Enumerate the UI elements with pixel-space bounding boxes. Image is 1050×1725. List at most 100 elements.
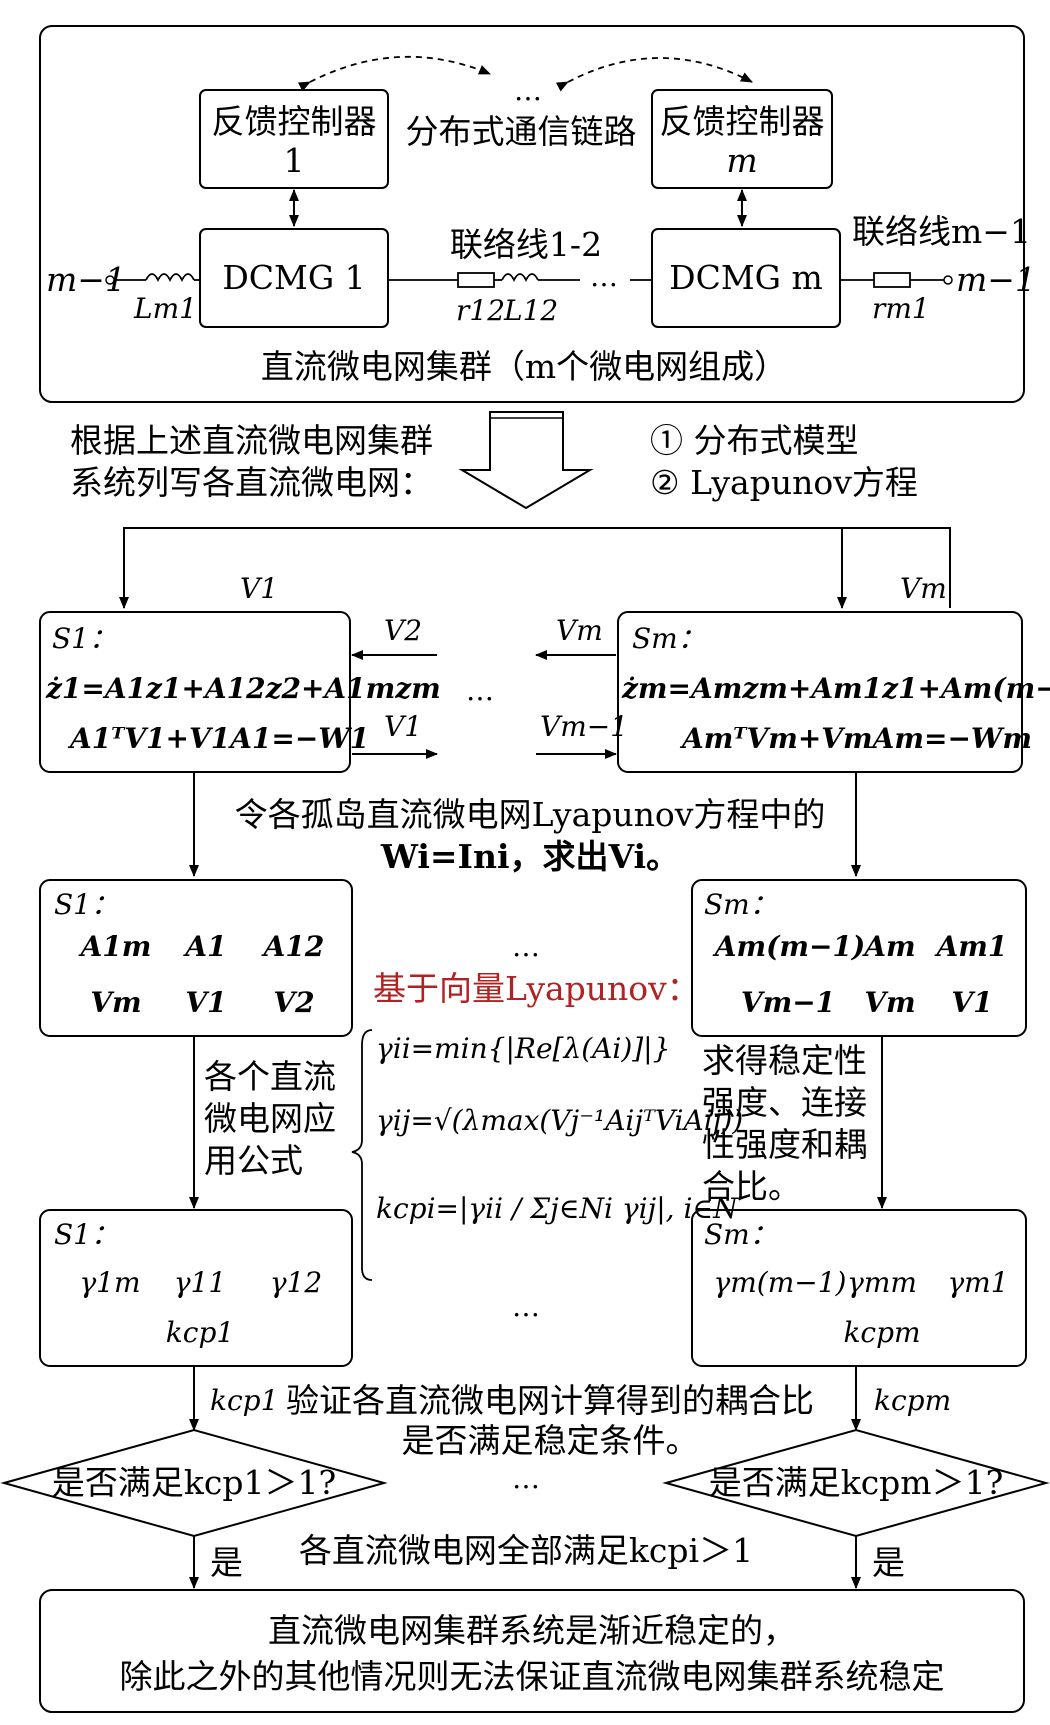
inductor-l12-label: L12 bbox=[503, 294, 558, 327]
comm-ellipsis: … bbox=[514, 74, 542, 107]
right-note-line2: 强度、连接 bbox=[702, 1083, 867, 1122]
left-note-line2: 微电网应 bbox=[204, 1099, 336, 1138]
step3-right-label: kcpm bbox=[874, 1384, 951, 1417]
decision-right-text: 是否满足kcpm＞1? bbox=[709, 1463, 1004, 1502]
decision-right-diamond bbox=[662, 1428, 1050, 1538]
sm-result-title: Sm： bbox=[704, 1218, 778, 1251]
edge-label-vm-1: Vm−1 bbox=[540, 710, 628, 743]
right-node-label: m−1 bbox=[956, 260, 1036, 299]
step1-item-2: ② Lyapunov方程 bbox=[650, 463, 918, 502]
step1-item-1: ① 分布式模型 bbox=[650, 421, 859, 460]
step2-line1: 令各孤岛直流微电网Lyapunov方程中的 bbox=[235, 795, 826, 834]
sm-result-box bbox=[691, 1209, 1027, 1367]
inductor-l12-icon bbox=[501, 273, 539, 283]
stage2-ellipsis: … bbox=[466, 674, 494, 707]
yes-left-label: 是 bbox=[210, 1543, 243, 1582]
s1-matrix-title: S1： bbox=[54, 888, 119, 921]
edge-label-v1-top: V1 bbox=[240, 572, 278, 605]
stage-3: S1： A1m A1 A12 Vm V1 V2 … 基于向量Lyapunov： … bbox=[39, 879, 1027, 1281]
dcmg-m-box bbox=[651, 228, 841, 328]
decision-left-text: 是否满足kcp1＞1? bbox=[52, 1463, 336, 1502]
all-satisfy-label: 各直流微电网全部满足kcpi＞1 bbox=[299, 1531, 753, 1570]
s1-a12: A12 bbox=[261, 930, 325, 963]
resistor-r12-icon bbox=[457, 272, 495, 288]
line-12-label: 联络线1-2 bbox=[450, 225, 602, 264]
s1-a1: A1 bbox=[182, 930, 226, 963]
sm-system-box bbox=[617, 611, 1023, 773]
controller-m-box bbox=[651, 89, 833, 189]
formula-kcp: kcpi=|γii / Σj∈Ni γij|, i∈N bbox=[376, 1192, 739, 1225]
sm-vm-1: Vm−1 bbox=[741, 986, 835, 1019]
sm-kcpm: kcpm bbox=[843, 1316, 920, 1349]
stage3-ellipsis: … bbox=[512, 930, 540, 963]
controller-m-label: 反馈控制器 bbox=[660, 102, 825, 141]
right-note-line1: 求得稳定性 bbox=[702, 1041, 867, 1080]
s1-v1: V1 bbox=[185, 986, 226, 1019]
conclusion-box bbox=[39, 1589, 1025, 1713]
s1-v2: V2 bbox=[273, 986, 314, 1019]
decisions: 是否满足kcp1＞1? … 是否满足kcpm＞1? 是 是 各直流微电网全部满足… bbox=[0, 1428, 1050, 1589]
right-note-line4: 合比。 bbox=[702, 1167, 801, 1206]
formula-brace-icon bbox=[351, 1029, 373, 1281]
s1-title: S1： bbox=[52, 622, 117, 655]
s1-state-eq: ż1=A1z1+A12z2+A1mzm bbox=[45, 672, 441, 705]
cluster-panel: … 反馈控制器 1 分布式通信链路 反馈控制器 m DCMG 1 DCMG m … bbox=[39, 25, 1036, 403]
decision-left-diamond bbox=[0, 1428, 388, 1538]
s1-gamma-11: γ11 bbox=[174, 1266, 226, 1299]
line-m1-label: 联络线m−1 bbox=[852, 212, 1031, 251]
sm-matrix-box bbox=[691, 879, 1027, 1037]
controller-m-index: m bbox=[726, 141, 757, 180]
s1-result-box bbox=[39, 1209, 353, 1367]
right-note-line3: 性强度和耦 bbox=[702, 1125, 867, 1164]
sm-gamma-m-m-1: γm(m−1) bbox=[714, 1266, 847, 1299]
inductor-lm1-label: Lm1 bbox=[133, 292, 197, 325]
dcmg-m-label: DCMG m bbox=[669, 258, 823, 297]
sm-am: Am bbox=[861, 930, 915, 963]
s1-result-title: S1： bbox=[54, 1218, 119, 1251]
step3-left-label: kcp1 bbox=[210, 1384, 278, 1417]
step1-text-line2: 系统列写各直流微电网： bbox=[70, 463, 433, 502]
decision-ellipsis: … bbox=[512, 1462, 540, 1495]
sm-vm: Vm bbox=[864, 986, 915, 1019]
comm-arc-left bbox=[297, 55, 491, 92]
s1-a1m: A1m bbox=[78, 930, 152, 963]
left-note-line1: 各个直流 bbox=[204, 1057, 336, 1096]
comm-link-label: 分布式通信链路 bbox=[406, 112, 637, 151]
controller-1-label: 反馈控制器 bbox=[212, 102, 377, 141]
controller-1-box bbox=[199, 89, 389, 189]
edge-label-v1: V1 bbox=[384, 710, 422, 743]
step3-line2: 是否满足稳定条件。 bbox=[402, 1421, 699, 1460]
step2-line2: Wi=Ini，求出Vi。 bbox=[380, 837, 679, 876]
inductor-lm1-icon bbox=[145, 273, 195, 283]
formula-title: 基于向量Lyapunov： bbox=[373, 969, 700, 1008]
step1-text-line1: 根据上述直流微电网集群 bbox=[70, 421, 433, 460]
left-node-label: m−1 bbox=[46, 260, 126, 299]
stage-4: S1： γ1m γ11 γ12 kcp1 … Sm： γm(m−1) γmm γ… bbox=[39, 1209, 1027, 1367]
sm-am1: Am1 bbox=[934, 930, 1008, 963]
sm-gamma-m1: γm1 bbox=[947, 1266, 1008, 1299]
s1-vm: Vm bbox=[90, 986, 141, 1019]
resistor-r12-label: r12 bbox=[456, 294, 505, 327]
s1-gamma-12: γ12 bbox=[270, 1266, 322, 1299]
yes-right-label: 是 bbox=[872, 1543, 905, 1582]
edge-label-vm: Vm bbox=[556, 614, 603, 647]
big-down-arrow-icon bbox=[458, 411, 594, 510]
line-12-ellipsis: … bbox=[590, 260, 618, 293]
resistor-rm1-icon bbox=[873, 272, 911, 288]
s1-lyapunov-eq: A1ᵀV1+V1A1=−W1 bbox=[67, 722, 369, 755]
conclusion-line2: 除此之外的其他情况则无法保证直流微电网集群系统稳定 bbox=[120, 1657, 945, 1696]
stage-2: V1 Vm S1： ż1=A1z1+A12z2+A1mzm A1ᵀV1+V1A1… bbox=[39, 527, 1050, 773]
dcmg-1-box bbox=[199, 228, 389, 328]
edge-label-vm-top: Vm bbox=[900, 572, 947, 605]
formula-gamma-ii: γii=min{|Re[λ(Ai)]|} bbox=[376, 1032, 670, 1065]
s1-matrix-box bbox=[39, 879, 353, 1037]
conclusion-line1: 直流微电网集群系统是渐近稳定的， bbox=[268, 1611, 796, 1650]
dcmg-1-label: DCMG 1 bbox=[222, 258, 365, 297]
sm-state-eq: żm=Amzm+Am1z1+Am(m−1)zm−1 bbox=[621, 672, 1050, 705]
cluster-caption: 直流微电网集群（m个微电网组成） bbox=[261, 347, 787, 386]
formula-gamma-ij: γij=√(λmax(Vj⁻¹AijᵀViAij)) bbox=[376, 1104, 743, 1137]
resistor-rm1-label: rm1 bbox=[872, 292, 930, 325]
step-1: 根据上述直流微电网集群 系统列写各直流微电网： ① 分布式模型 ② Lyapun… bbox=[70, 411, 918, 510]
sm-matrix-title: Sm： bbox=[704, 888, 778, 921]
